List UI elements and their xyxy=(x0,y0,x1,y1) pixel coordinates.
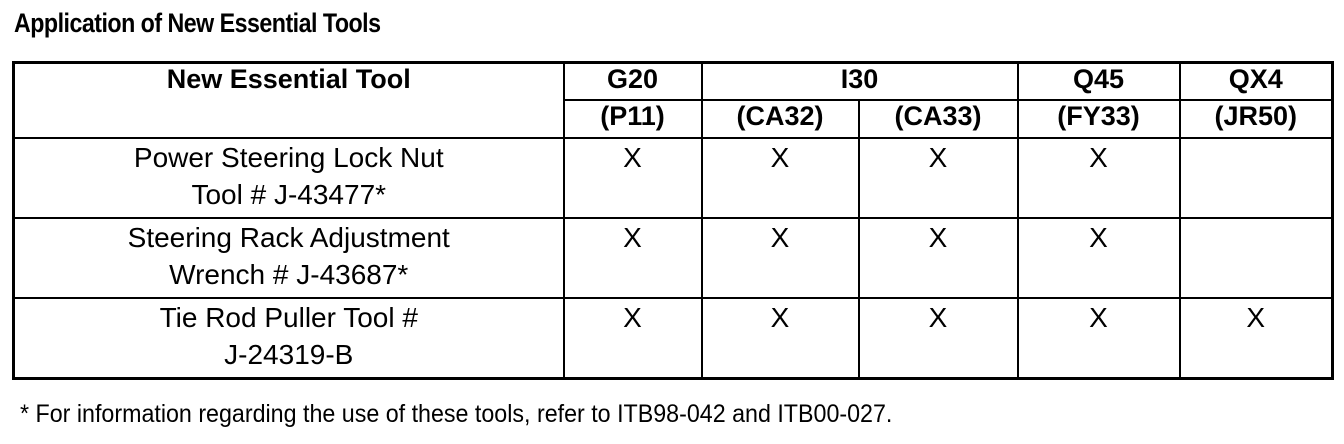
header-q45-model: Q45 xyxy=(1016,61,1181,101)
applicability-mark-q45: X xyxy=(1016,217,1181,299)
tool-name-line: Tie Rod Puller Tool # xyxy=(159,302,418,333)
applicability-mark-q45: X xyxy=(1016,297,1181,380)
header-row-codes: (P11) (CA32) (CA33) (FY33) (JR50) xyxy=(14,99,1334,139)
applicability-mark-qx4 xyxy=(1178,137,1334,219)
tool-number-line: J-24319-B xyxy=(224,339,354,370)
applicability-mark-ca32: X xyxy=(700,137,860,219)
header-g20-code: (P11) xyxy=(562,100,703,139)
tool-name-cell: Power Steering Lock Nut Tool # J-43477* xyxy=(12,137,565,219)
header-i30-model: I30 xyxy=(700,61,1019,101)
header-row-models: New Essential Tool G20 I30 Q45 QX4 xyxy=(12,61,1334,139)
applicability-mark-ca33: X xyxy=(857,137,1019,219)
applicability-mark-qx4 xyxy=(1178,217,1334,299)
table-row: Steering Rack Adjustment Wrench # J-4368… xyxy=(12,217,1334,299)
applicability-mark-q45: X xyxy=(1016,137,1181,219)
tool-name-line: Power Steering Lock Nut xyxy=(133,142,444,173)
header-new-essential-tool: New Essential Tool xyxy=(12,61,565,139)
applicability-mark-ca33: X xyxy=(857,297,1019,380)
header-qx4-code: (JR50) xyxy=(1178,100,1334,139)
applicability-mark-g20: X xyxy=(562,217,703,299)
tool-name-cell: Tie Rod Puller Tool # J-24319-B xyxy=(12,297,565,380)
tool-number-line: Wrench # J-43687* xyxy=(169,259,409,290)
applicability-mark-g20: X xyxy=(562,297,703,380)
header-qx4-model: QX4 xyxy=(1178,61,1334,101)
table-row: Power Steering Lock Nut Tool # J-43477* … xyxy=(12,137,1334,219)
applicability-mark-ca33: X xyxy=(857,217,1019,299)
applicability-mark-qx4: X xyxy=(1178,297,1334,380)
header-i30-code-ca33: (CA33) xyxy=(857,99,1019,139)
header-i30-code-ca32: (CA32) xyxy=(700,99,860,139)
tool-name-line: Steering Rack Adjustment xyxy=(127,222,450,253)
tool-number-line: Tool # J-43477* xyxy=(191,179,387,210)
applicability-mark-ca32: X xyxy=(700,297,860,380)
header-g20-model: G20 xyxy=(562,61,703,101)
table-row: Tie Rod Puller Tool # J-24319-B X X X X … xyxy=(12,297,1334,380)
header-q45-code: (FY33) xyxy=(1016,100,1181,139)
applicability-mark-g20: X xyxy=(562,137,703,219)
tool-name-cell: Steering Rack Adjustment Wrench # J-4368… xyxy=(12,217,565,299)
essential-tools-table: New Essential Tool G20 I30 Q45 QX4 (P11)… xyxy=(12,61,1335,380)
applicability-mark-ca32: X xyxy=(700,217,860,299)
footnote: * For information regarding the use of t… xyxy=(20,400,893,428)
page-title: Application of New Essential Tools xyxy=(14,8,381,38)
